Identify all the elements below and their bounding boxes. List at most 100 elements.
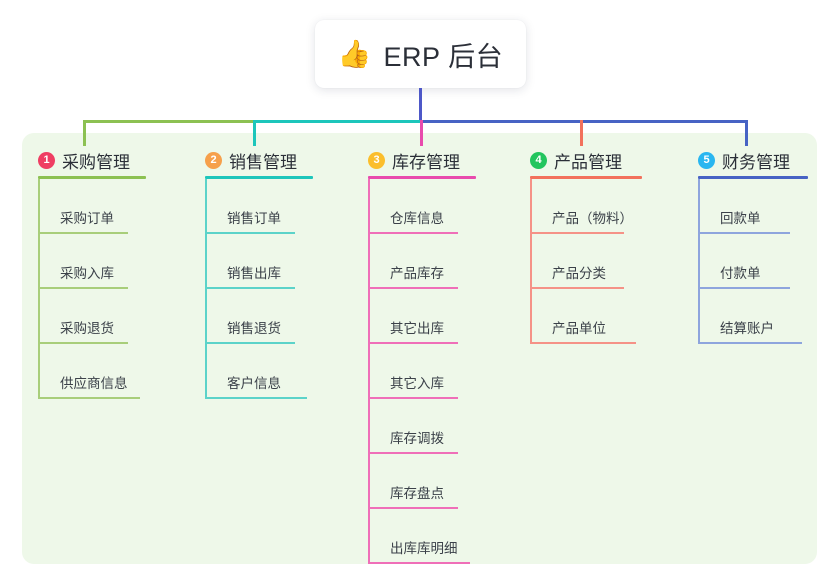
leaf-rule	[698, 342, 802, 344]
leaf-node[interactable]: 产品（物料）	[530, 179, 644, 234]
leaf-node[interactable]: 库存调拨	[368, 399, 478, 454]
leaf-connector	[368, 399, 370, 454]
branch-header-rule	[38, 176, 146, 179]
leaf-label: 销售出库	[227, 266, 281, 281]
leaf-rule	[205, 397, 307, 399]
branch-header-rule	[205, 176, 313, 179]
branch-header-rule	[698, 176, 808, 179]
leaf-connector	[205, 234, 207, 289]
branch-number-badge: 3	[368, 151, 385, 169]
leaf-rule	[530, 342, 636, 344]
leaf-node[interactable]: 产品分类	[530, 234, 644, 289]
root-stem	[419, 88, 422, 122]
root-node-card[interactable]: 👍 ERP 后台	[315, 20, 526, 88]
leaf-connector	[38, 289, 40, 344]
root-node-title: ERP 后台	[383, 41, 504, 72]
leaf-rule	[205, 342, 295, 344]
leaf-node[interactable]: 采购订单	[38, 179, 148, 234]
leaf-node[interactable]: 供应商信息	[38, 344, 148, 399]
content-panel	[22, 133, 817, 564]
leaf-label: 产品单位	[552, 321, 606, 336]
bus-segment-teal	[253, 120, 420, 123]
leaf-rule	[368, 342, 458, 344]
leaf-connector	[205, 344, 207, 399]
leaf-label: 采购退货	[60, 321, 114, 336]
leaf-rule	[530, 232, 624, 234]
branch-title: 销售管理	[229, 152, 297, 172]
leaf-node[interactable]: 采购退货	[38, 289, 148, 344]
leaf-rule	[38, 342, 128, 344]
leaf-rule	[38, 287, 128, 289]
leaf-label: 产品分类	[552, 266, 606, 281]
leaf-node[interactable]: 客户信息	[205, 344, 315, 399]
leaf-rule	[368, 397, 458, 399]
leaf-node[interactable]: 回款单	[698, 179, 810, 234]
leaf-connector	[530, 234, 532, 289]
branch-title: 产品管理	[554, 152, 622, 172]
leaf-node[interactable]: 出库库明细	[368, 509, 478, 564]
leaf-connector	[205, 289, 207, 344]
leaf-connector	[38, 344, 40, 399]
drop-finance	[745, 120, 748, 146]
leaf-connector	[38, 179, 40, 234]
leaf-node[interactable]: 产品库存	[368, 234, 478, 289]
branch-title: 库存管理	[392, 152, 460, 172]
drop-stock	[420, 120, 423, 146]
leaf-node[interactable]: 销售退货	[205, 289, 315, 344]
leaf-node[interactable]: 库存盘点	[368, 454, 478, 509]
leaf-node[interactable]: 付款单	[698, 234, 810, 289]
drop-purchase	[83, 120, 86, 146]
leaf-connector	[368, 289, 370, 344]
branch-header-rule	[530, 176, 642, 179]
leaf-rule	[368, 232, 458, 234]
leaf-node[interactable]: 结算账户	[698, 289, 810, 344]
leaf-label: 采购入库	[60, 266, 114, 281]
leaf-label: 销售退货	[227, 321, 281, 336]
leaf-node[interactable]: 产品单位	[530, 289, 644, 344]
branch-header-rule	[368, 176, 476, 179]
leaf-node[interactable]: 其它出库	[368, 289, 478, 344]
leaf-node[interactable]: 采购入库	[38, 234, 148, 289]
leaf-label: 库存盘点	[390, 486, 444, 501]
leaf-node[interactable]: 仓库信息	[368, 179, 478, 234]
leaf-connector	[530, 179, 532, 234]
leaf-label: 其它出库	[390, 321, 444, 336]
leaf-connector	[698, 289, 700, 344]
leaf-connector	[698, 234, 700, 289]
leaf-rule	[368, 507, 458, 509]
leaf-label: 采购订单	[60, 211, 114, 226]
leaf-label: 销售订单	[227, 211, 281, 226]
leaf-connector	[368, 344, 370, 399]
leaf-rule	[530, 287, 624, 289]
branch-number-badge: 1	[38, 151, 55, 169]
leaf-rule	[698, 287, 790, 289]
leaf-rule	[368, 562, 470, 564]
leaf-rule	[38, 232, 128, 234]
leaf-rule	[698, 232, 790, 234]
leaf-label: 产品库存	[390, 266, 444, 281]
leaf-rule	[368, 287, 458, 289]
leaf-node[interactable]: 销售订单	[205, 179, 315, 234]
bus-segment-blue	[420, 120, 747, 123]
leaf-label: 结算账户	[720, 321, 774, 336]
drop-product	[580, 120, 583, 146]
leaf-connector	[530, 289, 532, 344]
branch-column-3: 3 库存管理仓库信息产品库存其它出库其它入库库存调拨库存盘点出库库明细	[368, 141, 478, 564]
leaf-label: 回款单	[720, 211, 761, 226]
bus-segment-green	[83, 120, 253, 123]
branch-header-3[interactable]: 3 库存管理	[368, 141, 478, 179]
leaf-node[interactable]: 其它入库	[368, 344, 478, 399]
leaf-label: 付款单	[720, 266, 761, 281]
leaf-label: 仓库信息	[390, 211, 444, 226]
leaf-label: 客户信息	[227, 376, 281, 391]
leaf-node[interactable]: 销售出库	[205, 234, 315, 289]
